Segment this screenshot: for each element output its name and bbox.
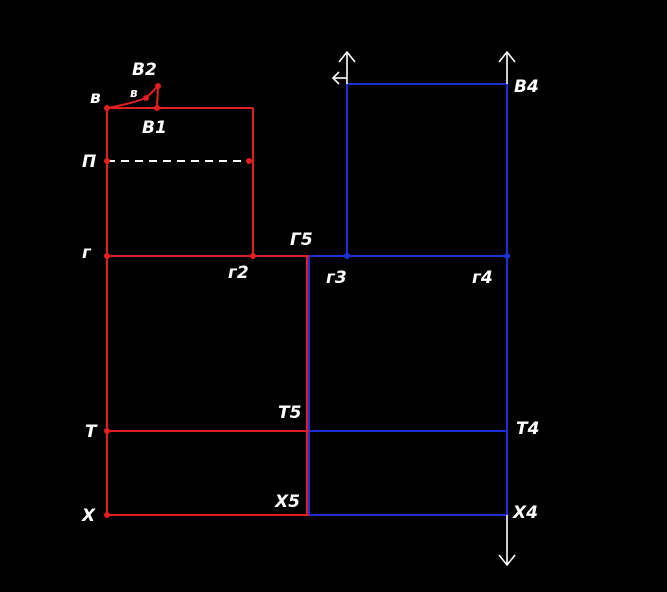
- label-t5: Т5: [278, 403, 301, 423]
- label-t4: Т4: [516, 419, 539, 439]
- front-pattern-piece: [106, 83, 309, 516]
- label-v: в: [90, 88, 101, 108]
- point-p-right: [246, 158, 252, 164]
- point-g2: [250, 253, 256, 259]
- label-x5: Х5: [274, 492, 300, 512]
- point-x: [104, 512, 110, 518]
- label-x4: Х4: [512, 503, 538, 523]
- grain-line-arrow-icon: [331, 50, 356, 85]
- label-v1: В1: [142, 118, 167, 138]
- point-g3: [344, 253, 350, 259]
- point-v2: [155, 83, 161, 89]
- label-g3: г3: [326, 268, 347, 288]
- point-p: [104, 158, 110, 164]
- grain-line-double-arrow-icon: [498, 50, 516, 567]
- back-pattern-piece: [308, 83, 508, 516]
- label-v-small: в: [130, 86, 138, 100]
- label-v2: В2: [132, 60, 157, 80]
- label-p: П: [82, 152, 96, 172]
- point-v1: [154, 105, 160, 111]
- point-g: [104, 253, 110, 259]
- point-g4: [504, 253, 510, 259]
- label-v4: В4: [514, 77, 539, 97]
- point-t: [104, 428, 110, 434]
- point-v-small: [143, 95, 149, 101]
- point-v: [104, 105, 110, 111]
- label-g2: г2: [228, 263, 249, 283]
- label-g4: г4: [472, 268, 493, 288]
- front-points: [104, 83, 256, 518]
- label-g5: Г5: [290, 230, 313, 250]
- label-t: Т: [85, 422, 98, 442]
- front-neck-curve: [106, 97, 147, 109]
- label-g: г: [82, 243, 92, 263]
- label-x: Х: [81, 506, 96, 526]
- back-points: [344, 253, 510, 259]
- point-labels: в в В2 В1 П г г2 Г5 г3 г4 В4 Т Т5 Т4 Х Х…: [81, 60, 539, 526]
